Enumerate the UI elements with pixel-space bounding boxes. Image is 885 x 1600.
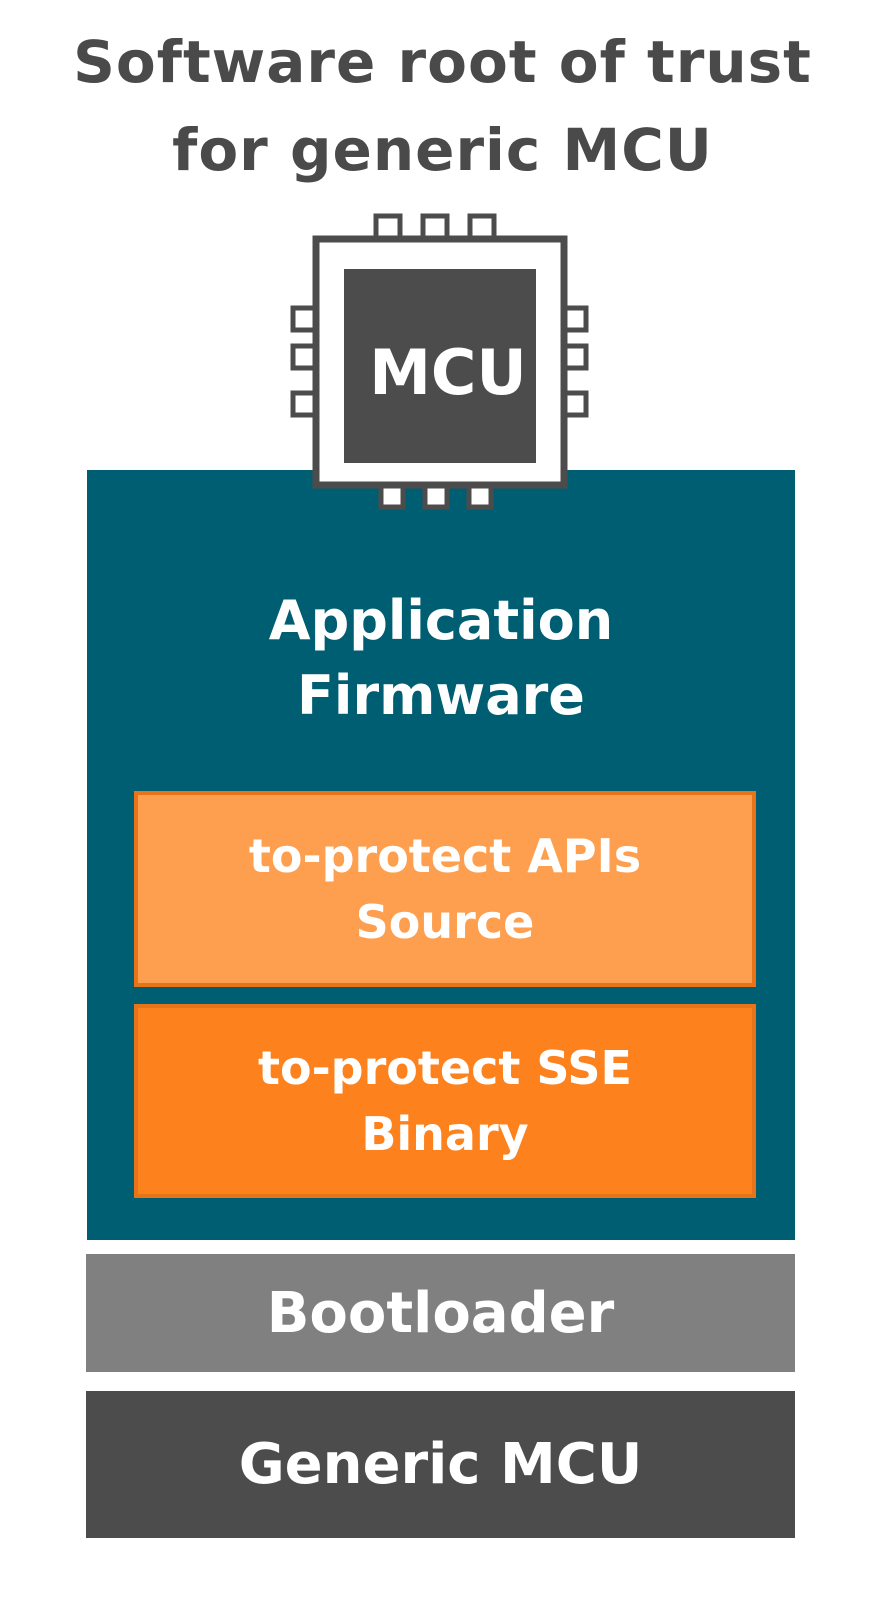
title-line-2: for generic MCU bbox=[172, 116, 713, 184]
bootloader-layer: Bootloader bbox=[86, 1254, 795, 1372]
application-label-line-2: Firmware bbox=[297, 664, 585, 727]
binary-box-line-1: to-protect SSE bbox=[258, 1041, 632, 1095]
application-firmware-label: Application Firmware bbox=[87, 583, 795, 733]
diagram-title: Software root of trust for generic MCU bbox=[0, 18, 885, 194]
title-line-1: Software root of trust bbox=[73, 28, 812, 96]
chip-label: MCU bbox=[369, 335, 527, 409]
microchip-icon bbox=[290, 213, 589, 510]
protect-apis-source-box: to-protect APIs Source bbox=[134, 791, 756, 987]
application-label-line-1: Application bbox=[268, 589, 614, 652]
bootloader-label: Bootloader bbox=[266, 1280, 615, 1346]
source-box-line-1: to-protect APIs bbox=[248, 829, 642, 883]
generic-mcu-layer: Generic MCU bbox=[86, 1391, 795, 1538]
binary-box-line-2: Binary bbox=[361, 1107, 529, 1161]
protect-sse-binary-box: to-protect SSE Binary bbox=[134, 1004, 756, 1198]
generic-mcu-label: Generic MCU bbox=[238, 1432, 643, 1497]
source-box-line-2: Source bbox=[355, 895, 535, 949]
